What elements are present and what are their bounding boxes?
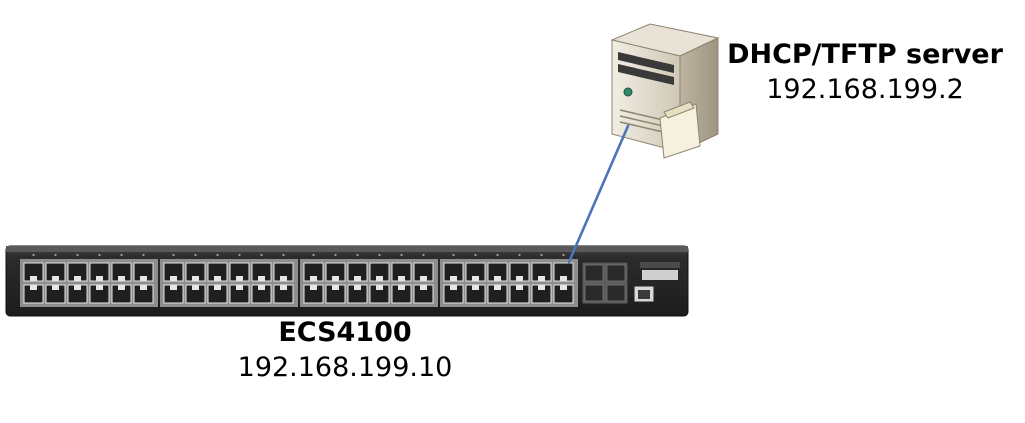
rj45-port-latch bbox=[494, 276, 501, 281]
rj45-port-latch bbox=[450, 285, 457, 290]
server-tower-icon bbox=[610, 23, 720, 159]
status-led bbox=[120, 253, 123, 257]
server-name: DHCP/TFTP server bbox=[727, 39, 1003, 70]
status-led bbox=[562, 253, 565, 257]
status-led bbox=[54, 253, 57, 257]
rj45-port-latch bbox=[472, 276, 479, 281]
status-led bbox=[142, 253, 145, 257]
rj45-port-latch bbox=[332, 285, 339, 290]
switch-label: ECS4100 192.168.199.10 bbox=[200, 316, 490, 386]
status-led bbox=[496, 253, 499, 257]
status-led bbox=[356, 253, 359, 257]
status-led bbox=[260, 253, 263, 257]
rj45-port-latch bbox=[170, 285, 177, 290]
rj45-port-latch bbox=[74, 276, 81, 281]
rj45-port-latch bbox=[236, 285, 243, 290]
network-switch-icon bbox=[5, 245, 689, 317]
status-led bbox=[98, 253, 101, 257]
status-led bbox=[32, 253, 35, 257]
status-led bbox=[378, 253, 381, 257]
rj45-port-latch bbox=[354, 276, 361, 281]
rj45-port-latch bbox=[420, 276, 427, 281]
rj45-port-latch bbox=[310, 276, 317, 281]
rj45-port-latch bbox=[170, 276, 177, 281]
rj45-port-latch bbox=[236, 276, 243, 281]
rj45-port-latch bbox=[332, 276, 339, 281]
rj45-port-latch bbox=[258, 276, 265, 281]
status-led bbox=[422, 253, 425, 257]
rj45-port-latch bbox=[398, 276, 405, 281]
switch-ip: 192.168.199.10 bbox=[237, 352, 453, 383]
rj45-port-latch bbox=[310, 285, 317, 290]
rj45-port-latch bbox=[516, 285, 523, 290]
status-led bbox=[172, 253, 175, 257]
status-led bbox=[474, 253, 477, 257]
rj45-port-latch bbox=[214, 276, 221, 281]
server-label: DHCP/TFTP server 192.168.199.2 bbox=[720, 38, 1010, 108]
rj45-port-latch bbox=[516, 276, 523, 281]
status-led bbox=[282, 253, 285, 257]
status-led bbox=[216, 253, 219, 257]
status-led bbox=[312, 253, 315, 257]
rj45-port-latch bbox=[560, 276, 567, 281]
rj45-port-latch bbox=[52, 276, 59, 281]
rj45-port-latch bbox=[192, 285, 199, 290]
rj45-port-latch bbox=[96, 276, 103, 281]
status-led bbox=[334, 253, 337, 257]
switch-name: ECS4100 bbox=[278, 317, 412, 348]
rj45-port-latch bbox=[472, 285, 479, 290]
rj45-port-latch bbox=[376, 285, 383, 290]
rj45-port-latch bbox=[118, 276, 125, 281]
rj45-port-latch bbox=[280, 276, 287, 281]
rj45-port-latch bbox=[74, 285, 81, 290]
rj45-port-latch bbox=[398, 285, 405, 290]
rj45-port-latch bbox=[450, 276, 457, 281]
rj45-port-latch bbox=[538, 285, 545, 290]
status-led bbox=[238, 253, 241, 257]
rj45-port-latch bbox=[560, 285, 567, 290]
rj45-port-latch bbox=[354, 285, 361, 290]
status-led bbox=[76, 253, 79, 257]
rj45-port-latch bbox=[30, 276, 37, 281]
rj45-port-latch bbox=[280, 285, 287, 290]
rj45-port-latch bbox=[420, 285, 427, 290]
rj45-port-latch bbox=[192, 276, 199, 281]
status-led bbox=[452, 253, 455, 257]
status-led bbox=[400, 253, 403, 257]
rj45-port-latch bbox=[140, 276, 147, 281]
link-server-switch bbox=[567, 124, 630, 264]
rj45-port-latch bbox=[96, 285, 103, 290]
rj45-port-latch bbox=[52, 285, 59, 290]
rj45-port-latch bbox=[140, 285, 147, 290]
rj45-port-latch bbox=[376, 276, 383, 281]
status-led bbox=[194, 253, 197, 257]
rj45-port-latch bbox=[258, 285, 265, 290]
rj45-port-latch bbox=[30, 285, 37, 290]
rj45-port-latch bbox=[118, 285, 125, 290]
rj45-port-latch bbox=[538, 276, 545, 281]
server-ip: 192.168.199.2 bbox=[766, 74, 964, 105]
rj45-port-latch bbox=[214, 285, 221, 290]
rj45-port-latch bbox=[494, 285, 501, 290]
status-led bbox=[540, 253, 543, 257]
status-led bbox=[518, 253, 521, 257]
